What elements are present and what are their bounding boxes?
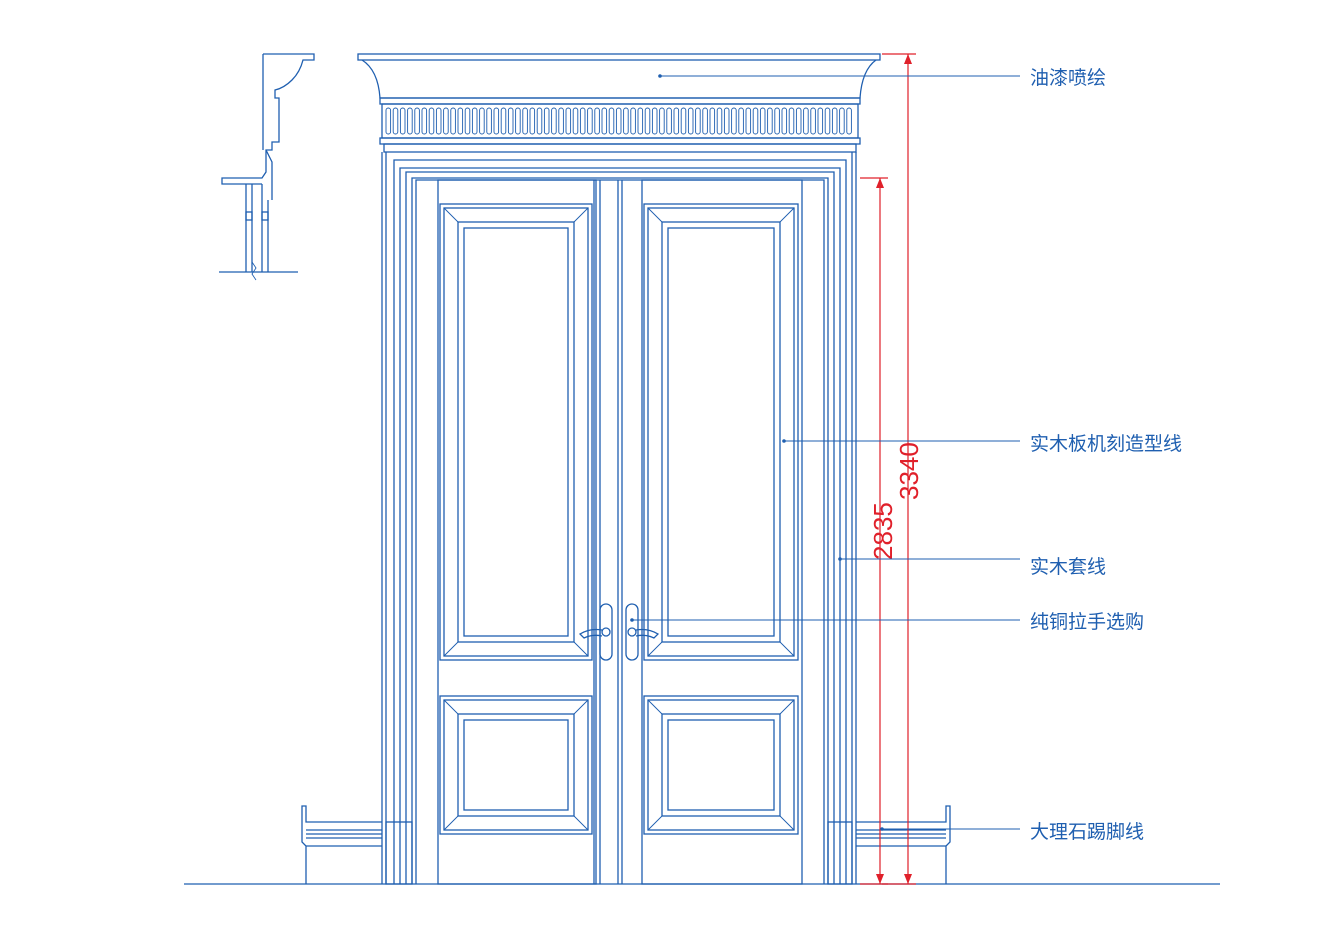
marble-skirting: [301, 805, 951, 884]
flute: [507, 107, 514, 135]
flute: [644, 107, 651, 135]
label-handle: 纯铜拉手选购: [1030, 611, 1144, 633]
flute: [831, 107, 838, 135]
flute: [774, 107, 780, 135]
dimension-2835: 2835: [860, 177, 898, 885]
flute: [450, 107, 456, 135]
flute: [522, 107, 528, 135]
flute: [385, 107, 392, 135]
dimension-3340: 3340: [882, 53, 924, 885]
flute: [515, 107, 521, 135]
frieze-flutes: [385, 107, 852, 135]
flute: [565, 107, 572, 135]
flute: [464, 107, 471, 135]
flute: [615, 107, 622, 135]
annotation-paint: 油漆喷绘: [658, 67, 1106, 89]
flute: [399, 107, 406, 135]
flute: [435, 107, 442, 135]
flute: [572, 107, 579, 135]
flute: [392, 107, 399, 135]
annotation-casing: 实木套线: [838, 556, 1106, 578]
flute: [781, 107, 788, 135]
flute: [543, 107, 550, 135]
label-paint: 油漆喷绘: [1030, 67, 1106, 89]
flute: [594, 107, 600, 135]
annotation-carved-line: 实木板机刻造型线: [782, 433, 1182, 455]
flute: [608, 107, 615, 135]
flute: [659, 107, 665, 135]
cornice-section-detail: [219, 53, 315, 281]
flute: [839, 107, 845, 135]
flute: [421, 107, 428, 135]
flute: [579, 107, 586, 135]
flute: [407, 107, 413, 135]
annotation-handle: 纯铜拉手选购: [630, 611, 1144, 633]
label-casing: 实木套线: [1030, 556, 1106, 578]
flute: [673, 107, 680, 135]
flute: [824, 107, 831, 135]
flute: [810, 107, 816, 135]
flute: [493, 107, 500, 135]
flute: [803, 107, 809, 135]
cornice: [357, 53, 881, 153]
flute: [486, 107, 492, 135]
flute: [551, 107, 557, 135]
label-carved-line: 实木板机刻造型线: [1030, 433, 1182, 455]
flute: [723, 107, 730, 135]
flute: [767, 107, 773, 135]
flute: [738, 107, 744, 135]
flute: [702, 107, 708, 135]
flute: [745, 107, 752, 135]
door-casing: [381, 152, 857, 885]
annotation-skirting: 大理石踢脚线: [880, 821, 1144, 843]
flute: [457, 107, 464, 135]
flute: [529, 107, 536, 135]
flute: [716, 107, 723, 135]
flute: [759, 107, 766, 135]
flute: [630, 107, 636, 135]
flute: [651, 107, 658, 135]
door-leaf-right: [599, 179, 803, 885]
dimension-overall-height: 3340: [894, 442, 924, 500]
flute: [587, 107, 593, 135]
flute: [623, 107, 629, 135]
flute: [846, 107, 852, 135]
flute: [414, 107, 420, 135]
dimension-door-height: 2835: [868, 502, 898, 560]
door-leaf-left: [437, 179, 597, 885]
flute: [817, 107, 824, 135]
flute: [637, 107, 644, 135]
flute: [752, 107, 759, 135]
flute: [428, 107, 435, 135]
label-skirting: 大理石踢脚线: [1030, 821, 1144, 843]
flute: [687, 107, 694, 135]
flute: [666, 107, 672, 135]
flute: [601, 107, 608, 135]
flute: [795, 107, 802, 135]
flute: [471, 107, 478, 135]
flute: [536, 107, 543, 135]
door-handles: [578, 603, 660, 661]
flute: [443, 107, 449, 135]
flute: [788, 107, 795, 135]
flute: [479, 107, 485, 135]
flute: [695, 107, 701, 135]
flute: [731, 107, 737, 135]
flute: [500, 107, 507, 135]
flute: [558, 107, 564, 135]
flute: [680, 107, 687, 135]
flute: [709, 107, 716, 135]
